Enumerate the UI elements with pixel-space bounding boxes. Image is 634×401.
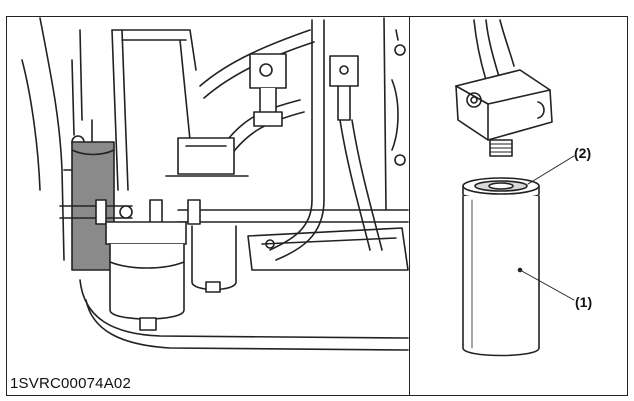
fuel-filter-head	[105, 221, 187, 245]
leader-line-1	[519, 269, 575, 301]
filter-cartridge	[462, 195, 540, 357]
filter-head	[455, 69, 553, 141]
engine-view-frame	[6, 16, 410, 396]
solenoid-valve	[249, 53, 287, 89]
frame-sweep	[85, 299, 409, 351]
callout-gasket: (2)	[574, 145, 592, 161]
frame-sweep-inner	[79, 279, 409, 339]
engine-block-edge	[39, 17, 65, 261]
callout-filter-cartridge: (1)	[575, 294, 593, 310]
connector-block	[177, 137, 235, 175]
leader-line-2	[527, 155, 575, 185]
lower-plate	[247, 227, 409, 271]
mount-bracket	[111, 29, 119, 191]
part-view-frame	[410, 16, 628, 396]
figure-code: 1SVRC00074A02	[10, 375, 132, 392]
